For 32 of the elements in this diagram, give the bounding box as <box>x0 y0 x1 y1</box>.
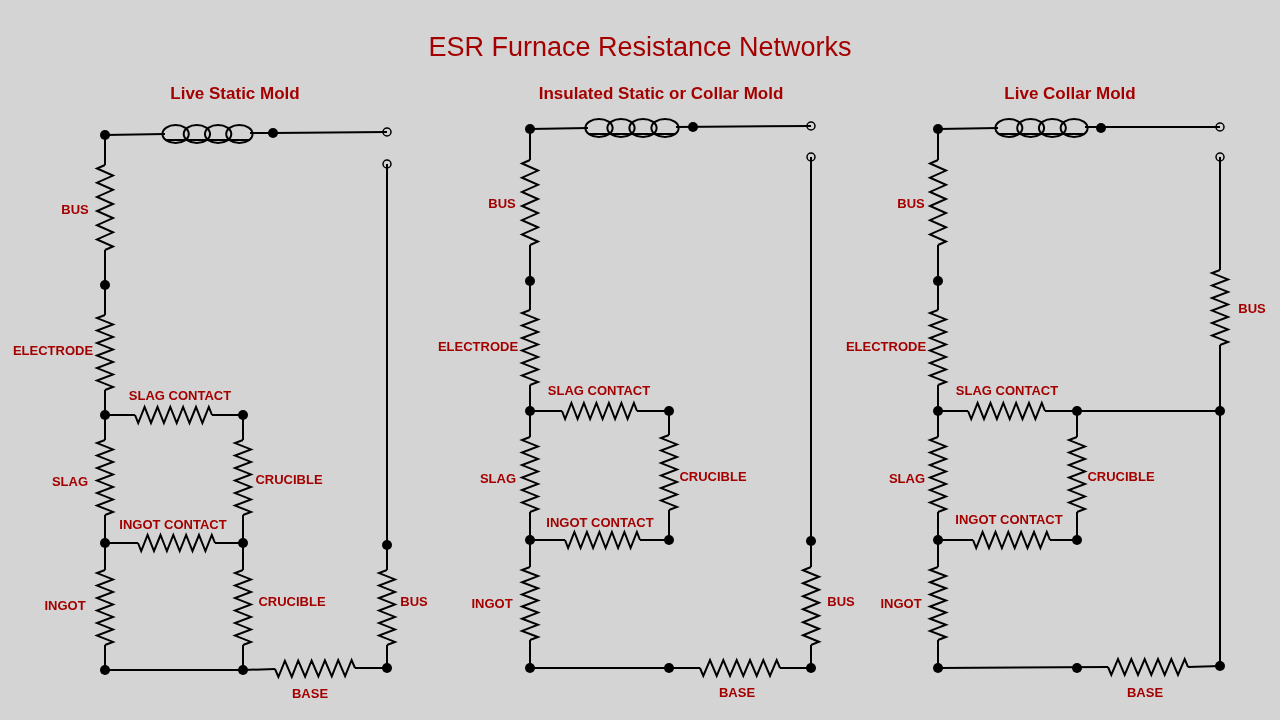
component-label: SLAG <box>479 470 517 486</box>
component-label: BUS <box>827 593 855 609</box>
component-label: BASE <box>1126 684 1164 700</box>
component-label: BASE <box>291 685 329 701</box>
component-label: INGOT CONTACT <box>119 516 227 532</box>
component-label: SLAG <box>888 470 926 486</box>
component-label: SLAG CONTACT <box>128 387 232 403</box>
component-label: ELECTRODE <box>437 338 519 354</box>
component-label: INGOT <box>44 597 86 613</box>
component-label: ELECTRODE <box>845 338 927 354</box>
component-label: CRUCIBLE <box>679 468 747 484</box>
page-title: ESR Furnace Resistance Networks <box>428 31 852 63</box>
panel-heading: Insulated Static or Collar Mold <box>538 84 784 104</box>
component-label: BUS <box>488 195 516 211</box>
component-label: BUS <box>61 201 89 217</box>
component-label: BUS <box>1238 300 1266 316</box>
component-label: SLAG <box>51 473 89 489</box>
component-label: CRUCIBLE <box>255 471 323 487</box>
component-label: SLAG CONTACT <box>547 382 651 398</box>
component-label: INGOT CONTACT <box>955 511 1063 527</box>
panel-heading: Live Static Mold <box>170 84 300 104</box>
component-label: BUS <box>897 195 925 211</box>
component-label: CRUCIBLE <box>258 593 326 609</box>
component-label: BASE <box>718 684 756 700</box>
component-label: INGOT CONTACT <box>546 514 654 530</box>
component-label: BUS <box>400 593 428 609</box>
component-label: ELECTRODE <box>12 342 94 358</box>
panel-heading: Live Collar Mold <box>1004 84 1136 104</box>
component-label: CRUCIBLE <box>1087 468 1155 484</box>
component-label: INGOT <box>880 595 922 611</box>
component-label: SLAG CONTACT <box>955 382 1059 398</box>
component-label: INGOT <box>471 595 513 611</box>
